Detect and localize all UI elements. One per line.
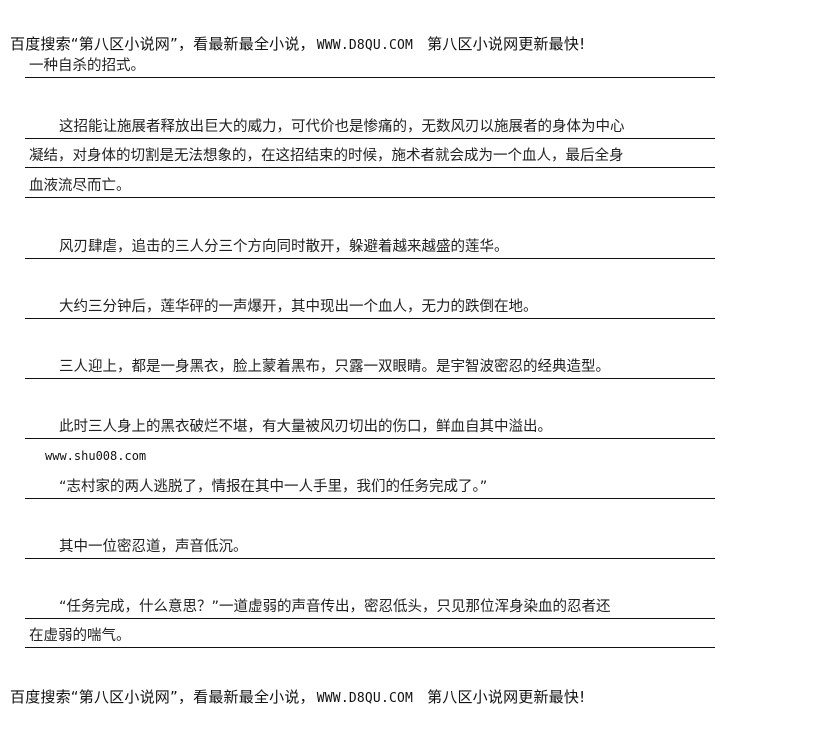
text-line: 一种自杀的招式。 (25, 55, 715, 78)
text-line: “志村家的两人逃脱了，情报在其中一人手里，我们的任务完成了。” (25, 476, 715, 499)
text-line: 风刃肆虐，追击的三人分三个方向同时散开，躲避着越来越盛的莲华。 (25, 236, 715, 259)
banner-text: 第八区小说网更新最快! (427, 688, 586, 706)
text-line: 血液流尽而亡。 (25, 175, 715, 198)
watermark: www.shu008.com (45, 449, 147, 463)
footer-banner: 百度搜索“第八区小说网”，看最新最全小说，WWW.D8QU.COM 第八区小说网更… (10, 686, 585, 707)
banner-text: 第八区小说网更新最快! (427, 35, 586, 53)
text-line: 这招能让施展者释放出巨大的威力，可代价也是惨痛的，无数风刃以施展者的身体为中心 (25, 116, 715, 139)
text-line: 三人迎上，都是一身黑衣，脸上蒙着黑布，只露一双眼睛。是宇智波密忍的经典造型。 (25, 356, 715, 379)
banner-text: 百度搜索“第八区小说网”，看最新最全小说， (10, 35, 315, 53)
text-line: 其中一位密忍道，声音低沉。 (25, 536, 715, 559)
text-line: 大约三分钟后，莲华砰的一声爆开，其中现出一个血人，无力的跌倒在地。 (25, 296, 715, 319)
text-line: 凝结，对身体的切割是无法想象的，在这招结束的时候，施术者就会成为一个血人，最后全… (25, 145, 715, 168)
banner-url: WWW.D8QU.COM (316, 38, 414, 53)
banner-text: 百度搜索“第八区小说网”，看最新最全小说， (10, 688, 315, 706)
banner-url: WWW.D8QU.COM (316, 691, 414, 706)
text-line: “任务完成，什么意思？”一道虚弱的声音传出，密忍低头，只见那位浑身染血的忍者还 (25, 596, 715, 619)
text-line: 在虚弱的喘气。 (25, 625, 715, 648)
header-banner: 百度搜索“第八区小说网”，看最新最全小说，WWW.D8QU.COM 第八区小说网更… (10, 33, 585, 54)
text-line: 此时三人身上的黑衣破烂不堪，有大量被风刃切出的伤口，鲜血自其中溢出。 (25, 416, 715, 439)
